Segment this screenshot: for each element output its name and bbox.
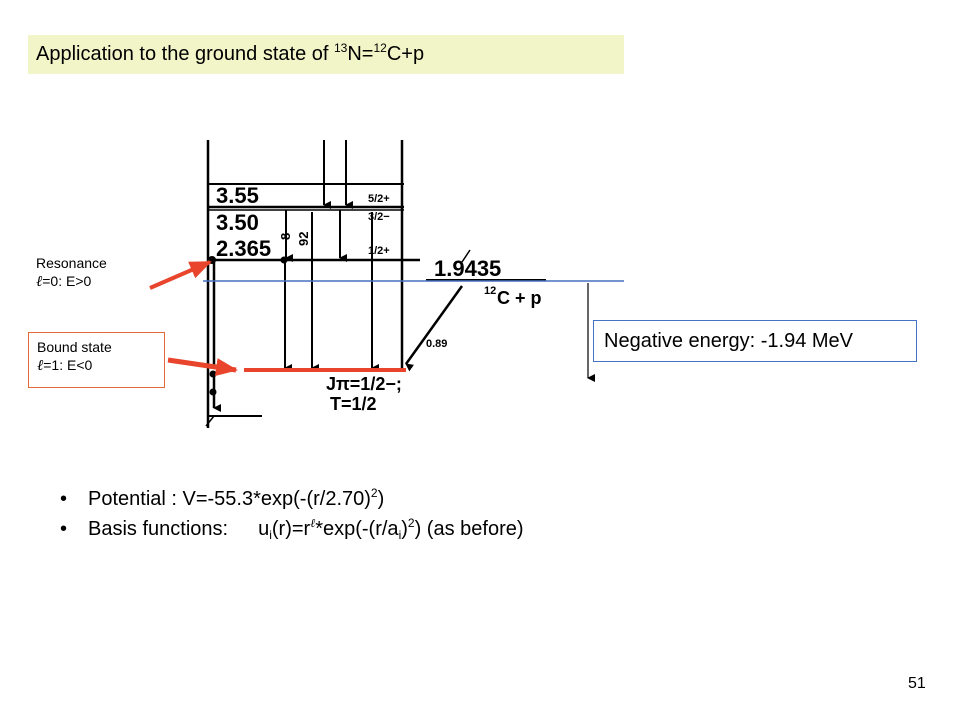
branching-label-92: 92 xyxy=(296,232,311,246)
basis-sub-i: i xyxy=(269,528,272,542)
basis-label: Basis functions: xyxy=(88,518,229,540)
potential-close: ) xyxy=(377,488,385,510)
bound-line1: Bound state xyxy=(37,339,112,355)
threshold-sup-12: 12 xyxy=(484,285,496,297)
level-label-2-365: 2.365 xyxy=(216,236,271,261)
potential-text: Potential : V=-55.3*exp(-(r/2.70) xyxy=(88,488,371,510)
bound-pointer-arrow xyxy=(167,357,238,376)
bullet-basis: Basis functions:ui(r)=rℓ*exp(-(r/ai)2) (… xyxy=(60,514,524,544)
bullet-potential: Potential : V=-55.3*exp(-(r/2.70)2) xyxy=(60,484,524,514)
negative-energy-box: Negative energy: -1.94 MeV xyxy=(593,320,917,362)
transition-label: 0.89 xyxy=(426,338,447,350)
spin-label-5-2: 5/2+ xyxy=(368,193,390,205)
title-prefix: Application to the ground state of xyxy=(36,43,334,65)
page-number: 51 xyxy=(908,675,926,692)
basis-tail: ) (as before) xyxy=(414,518,524,540)
bound-state-annotation: Bound state ℓ=1: E<0 xyxy=(28,332,165,388)
basis-sup-2: 2 xyxy=(407,516,415,530)
title-sup-13: 13 xyxy=(333,41,348,55)
title-mid: N= xyxy=(347,43,374,65)
basis-sup-ell: ℓ xyxy=(310,516,316,530)
level-label-3-50: 3.50 xyxy=(216,210,259,235)
ground-jpi-label: Jπ=1/2−; xyxy=(326,374,402,394)
level-dot-2 xyxy=(280,256,288,264)
basis-exp: *exp(-(r/a xyxy=(315,518,399,540)
title-sup-12: 12 xyxy=(373,41,387,55)
basis-close: ) xyxy=(401,518,408,540)
title-suffix: C+p xyxy=(386,43,425,65)
level-label-3-55: 3.55 xyxy=(216,183,259,208)
potential-sup: 2 xyxy=(370,486,378,500)
level-dot-4 xyxy=(209,388,217,396)
ground-tick xyxy=(205,415,215,427)
resonance-pointer-arrow xyxy=(149,260,212,290)
threshold-tick xyxy=(461,249,471,263)
resonance-condition: =0: E>0 xyxy=(42,273,92,289)
basis-sub-i2: i xyxy=(398,528,402,542)
ell-symbol: ℓ xyxy=(36,274,43,290)
spin-label-3-2: 3/2− xyxy=(368,211,390,223)
bound-line2: ℓ=1: E<0 xyxy=(37,356,156,375)
resonance-line2: ℓ=0: E>0 xyxy=(36,272,107,291)
ell-symbol: ℓ xyxy=(37,358,44,374)
resonance-line1: Resonance xyxy=(36,255,107,271)
slide-title: Application to the ground state of 13N=1… xyxy=(28,35,624,74)
bullet-list: Potential : V=-55.3*exp(-(r/2.70)2) Basi… xyxy=(60,484,524,544)
threshold-energy-label: 1.9435 xyxy=(434,256,501,281)
level-dot-3 xyxy=(209,370,217,378)
ground-t-label: T=1/2 xyxy=(330,394,377,414)
spin-label-1-2: 1/2+ xyxy=(368,245,390,257)
basis-u: u xyxy=(258,518,270,540)
basis-mid: (r)=r xyxy=(271,518,311,540)
bound-condition: =1: E<0 xyxy=(43,357,93,373)
threshold-channel-label: C + p xyxy=(497,288,542,308)
transition-arrow xyxy=(404,285,464,372)
resonance-annotation: Resonance ℓ=0: E>0 xyxy=(36,254,107,291)
